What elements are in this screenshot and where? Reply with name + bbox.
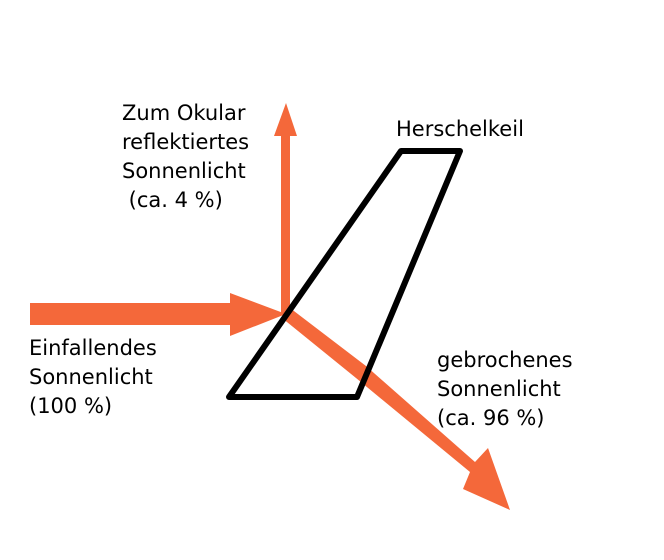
reflected-light-arrow (274, 103, 297, 314)
incident-label-line: (100 %) (29, 394, 113, 418)
refracted-light-arrow (282, 308, 510, 510)
refracted-label-line: gebrochenes (437, 348, 573, 372)
reflected-label-line: reflektiertes (122, 130, 250, 154)
incident-label-line: Einfallendes (29, 336, 157, 360)
incident-light-arrow (30, 293, 286, 336)
reflected-label-line: Zum Okular (122, 101, 246, 125)
reflected-label-line: Sonnenlicht (122, 159, 246, 183)
refracted-label-line: (ca. 96 %) (437, 406, 545, 430)
reflected-label-line: (ca. 4 %) (122, 188, 223, 212)
incident-label-line: Sonnenlicht (29, 365, 153, 389)
refracted-label-line: Sonnenlicht (437, 377, 561, 401)
herschel-wedge-outline (226, 148, 463, 400)
wedge-label: Herschelkeil (396, 117, 524, 141)
